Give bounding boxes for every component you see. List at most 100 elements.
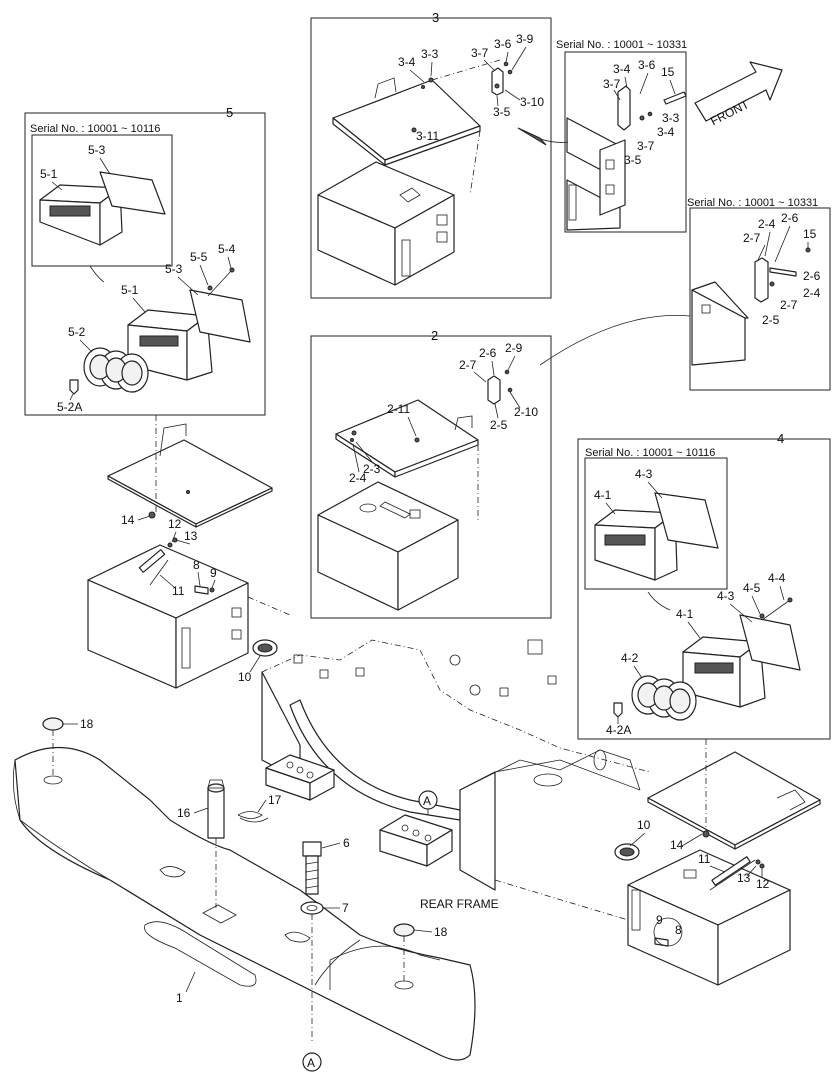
front-arrow: FRONT [694,61,783,128]
section-3-callouts: 3-4 3-3 3-7 3-6 3-9 3-10 3-5 3-11 [398,32,544,143]
callout-3-11: 3-11 [416,129,439,143]
callout-2-10: 2-10 [514,405,538,419]
callout-2-6-inset: 2-6 [781,211,799,225]
callout-9-right: 9 [656,913,663,927]
reference-a-bottom: A [307,1056,315,1070]
left-battery-box [87,415,291,689]
callout-15-inset-2: 15 [803,227,817,241]
inset-3-pointer-head [517,127,547,146]
callout-3-3: 3-3 [421,47,439,61]
left-box-callouts: 14 12 13 8 9 11 10 [121,513,261,684]
callout-3-6-inset: 3-6 [638,58,656,72]
callout-4-2: 4-2 [621,651,639,665]
callout-12: 12 [168,517,182,531]
section-4-callouts: 4-3 4-5 4-4 4-1 4-2 4-2A [606,571,786,737]
callout-4-3-inset: 4-3 [635,467,653,481]
callout-4-3: 4-3 [717,589,735,603]
serial-inset-4: Serial No. : 10001 ~ 10116 4-1 4-3 [584,447,728,590]
section-5-callouts: 5-3 5-5 5-4 5-1 5-2 5-2A [57,242,236,414]
callout-3-7-inset: 3-7 [603,77,621,91]
serial-label-3: Serial No. : 10001 ~ 10331 [556,39,687,51]
right-box-callouts: 10 14 11 13 12 9 8 [629,818,770,937]
callout-3-7b-inset: 3-7 [637,139,655,153]
serial-label-4: Serial No. : 10001 ~ 10116 [585,447,715,459]
callout-15-inset-3: 15 [661,65,675,79]
callout-1: 1 [176,991,183,1005]
right-battery-box [494,739,821,986]
callout-10: 10 [238,670,252,684]
callout-5-2: 5-2 [68,325,86,339]
section-5-box: 5 [24,105,266,416]
callout-3-7: 3-7 [471,46,489,60]
callout-14: 14 [121,513,135,527]
callout-4-1: 4-1 [676,607,694,621]
reference-a-top: A [423,794,431,808]
callout-10-right: 10 [637,818,651,832]
callout-2-3: 2-3 [363,462,381,476]
callout-3-10: 3-10 [520,95,544,109]
callout-18-left: 18 [80,717,94,731]
callout-5-2A: 5-2A [57,400,82,414]
callout-5-3-inset: 5-3 [88,143,106,157]
callout-3-4b-inset: 3-4 [657,125,675,139]
section-4-box: 4 [577,431,831,740]
tail-lamp-4 [613,597,801,721]
callout-5-5: 5-5 [190,250,208,264]
callout-2-6b-inset: 2-6 [803,269,821,283]
callout-2-9: 2-9 [505,341,523,355]
callout-3-6: 3-6 [494,37,512,51]
callout-12-right: 12 [756,877,770,891]
section-4-label: 4 [777,431,784,446]
counterweight: A [12,717,476,1072]
callout-2-7: 2-7 [459,358,477,372]
callout-4-2A: 4-2A [606,723,631,737]
section-5-label: 5 [226,105,233,120]
section-3-box: 3 [310,10,552,299]
callout-11-right: 11 [698,852,711,866]
callout-4-5: 4-5 [743,581,761,595]
callout-6: 6 [343,836,350,850]
callout-5-4: 5-4 [218,242,236,256]
serial-label-5: Serial No. : 10001 ~ 10116 [30,123,160,135]
callout-9: 9 [210,566,217,580]
callout-3-9: 3-9 [516,32,534,46]
callout-2-4: 2-4 [349,471,367,485]
inset-3-pointer [517,127,569,143]
callout-2-11: 2-11 [387,402,410,416]
inset-5-pointer [89,265,105,283]
section-2-box: 2 [310,328,552,619]
callout-3-3-inset: 3-3 [662,111,680,125]
callout-14-right: 14 [670,838,684,852]
callout-2-4-inset: 2-4 [758,217,776,231]
callout-8: 8 [193,558,200,572]
battery-box-3 [317,59,513,286]
callout-5-1: 5-1 [121,283,139,297]
callout-5-3: 5-3 [165,262,183,276]
inset-4-pointer [647,591,671,611]
callout-13-right: 13 [737,871,751,885]
callout-2-5-inset: 2-5 [762,313,780,327]
tail-lamp-5 [69,267,251,395]
rear-frame: REAR FRAME A [261,639,651,911]
callout-2-4b-inset: 2-4 [803,286,821,300]
serial-label-2: Serial No. : 10001 ~ 10331 [687,197,818,209]
callout-11: 11 [172,584,185,598]
inset-2-pointer [539,315,691,366]
section-3-label: 3 [432,10,439,25]
callout-18-right: 18 [434,925,448,939]
callout-13: 13 [184,529,198,543]
callout-2-7b-inset: 2-7 [780,298,798,312]
callout-2-5: 2-5 [490,418,508,432]
callout-3-4: 3-4 [398,55,416,69]
counterweight-callouts: 18 16 17 6 7 18 1 [62,717,448,1005]
callout-17: 17 [268,793,282,807]
serial-inset-3: Serial No. : 10001 ~ 10331 3-4 3-6 3-7 1… [556,39,687,233]
section-2-label: 2 [431,328,438,343]
callout-2-7-inset: 2-7 [743,231,761,245]
battery-box-2 [317,369,513,611]
serial-inset-5: Serial No. : 10001 ~ 10116 5-1 5-3 [30,123,173,267]
callout-4-1-inset: 4-1 [594,488,612,502]
section-2-callouts: 2-6 2-9 2-7 2-11 2-10 2-5 2-3 2-4 [349,341,538,485]
callout-3-5: 3-5 [493,105,511,119]
